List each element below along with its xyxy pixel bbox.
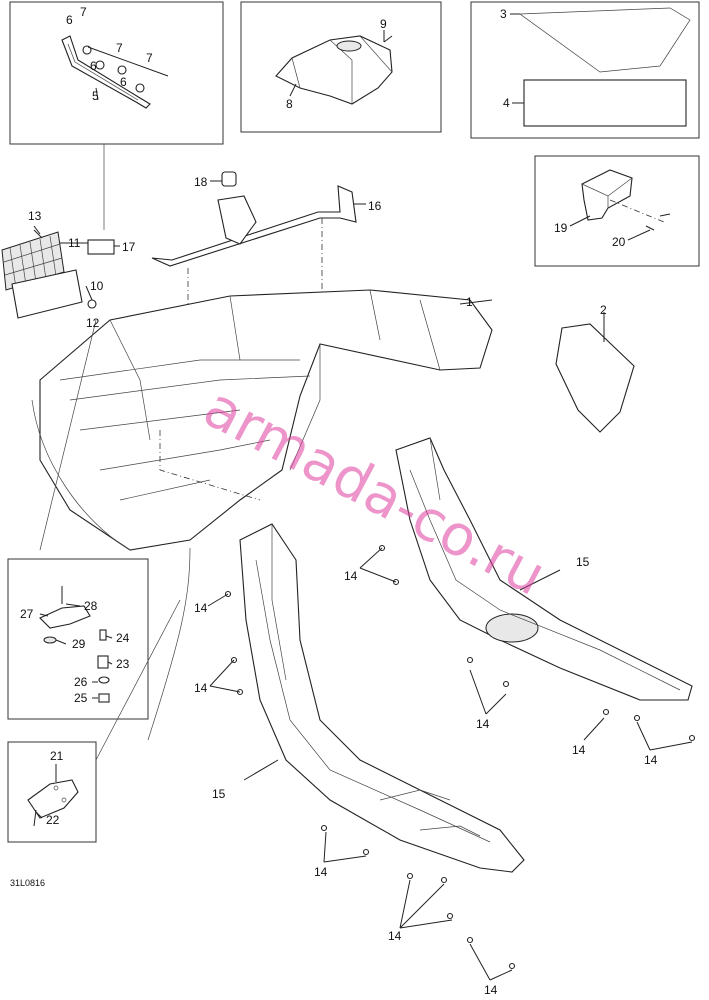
- callout-20: 20: [612, 235, 626, 249]
- skirt-left-part: [239, 523, 525, 873]
- callout-26: 26: [74, 675, 88, 689]
- cover-part: [275, 35, 393, 105]
- callout-14g: 14: [314, 865, 328, 879]
- decal-parts: [518, 7, 691, 127]
- detail-box-bracket: [534, 155, 700, 267]
- callout-7c: 7: [146, 51, 153, 65]
- callout-7a: 7: [80, 5, 87, 19]
- callout-14d: 14: [476, 717, 490, 731]
- callout-14c: 14: [194, 681, 208, 695]
- detail-box-seal-strip: [9, 1, 224, 145]
- callout-9: 9: [380, 17, 387, 31]
- callout-14a: 14: [344, 569, 358, 583]
- latch-part: [39, 586, 110, 703]
- callout-6a: 6: [66, 13, 73, 27]
- callout-14f: 14: [644, 753, 658, 767]
- detail-box-latch: [7, 558, 149, 720]
- callout-3: 3: [500, 7, 507, 21]
- callout-28: 28: [84, 599, 98, 613]
- detail-box-cover: [240, 1, 442, 133]
- callout-4: 4: [503, 96, 510, 110]
- callout-15a: 15: [576, 555, 590, 569]
- callout-14b: 14: [194, 601, 208, 615]
- diagram-code: 31L0816: [10, 878, 45, 888]
- callout-1: 1: [466, 295, 473, 309]
- bracket-part: [581, 169, 671, 231]
- side-panel-part: [555, 323, 635, 433]
- connector-lines: [39, 144, 191, 761]
- detail-box-plate: [7, 741, 97, 843]
- leader-lines: [33, 13, 693, 981]
- callout-16: 16: [368, 199, 382, 213]
- callout-6b: 6: [90, 59, 97, 73]
- callout-8: 8: [286, 97, 293, 111]
- callout-25: 25: [74, 691, 88, 705]
- callout-17: 17: [122, 240, 136, 254]
- mesh-and-pad-parts: [1, 229, 115, 319]
- callout-23: 23: [116, 657, 130, 671]
- detail-box-decals: [470, 1, 700, 139]
- callout-24: 24: [116, 631, 130, 645]
- callout-19: 19: [554, 221, 568, 235]
- callout-14i: 14: [484, 983, 498, 997]
- callout-15b: 15: [212, 787, 226, 801]
- callout-14h: 14: [388, 929, 402, 943]
- callout-5: 5: [92, 89, 99, 103]
- plate-part: [27, 779, 79, 827]
- callout-14e: 14: [572, 743, 586, 757]
- callout-7b: 7: [116, 41, 123, 55]
- callout-22: 22: [46, 813, 60, 827]
- callout-12: 12: [86, 316, 100, 330]
- skirt-right-part: [395, 437, 693, 701]
- seal-strip-part: [61, 35, 169, 109]
- callout-6c: 6: [120, 75, 127, 89]
- callout-21: 21: [50, 749, 64, 763]
- callout-18: 18: [194, 175, 208, 189]
- main-body-part: [31, 289, 493, 551]
- callout-29: 29: [72, 637, 86, 651]
- callout-10: 10: [90, 279, 104, 293]
- callout-2: 2: [600, 303, 607, 317]
- callout-27: 27: [20, 607, 34, 621]
- callout-11: 11: [68, 236, 81, 250]
- rail-part: [151, 171, 357, 360]
- callout-13: 13: [28, 209, 42, 223]
